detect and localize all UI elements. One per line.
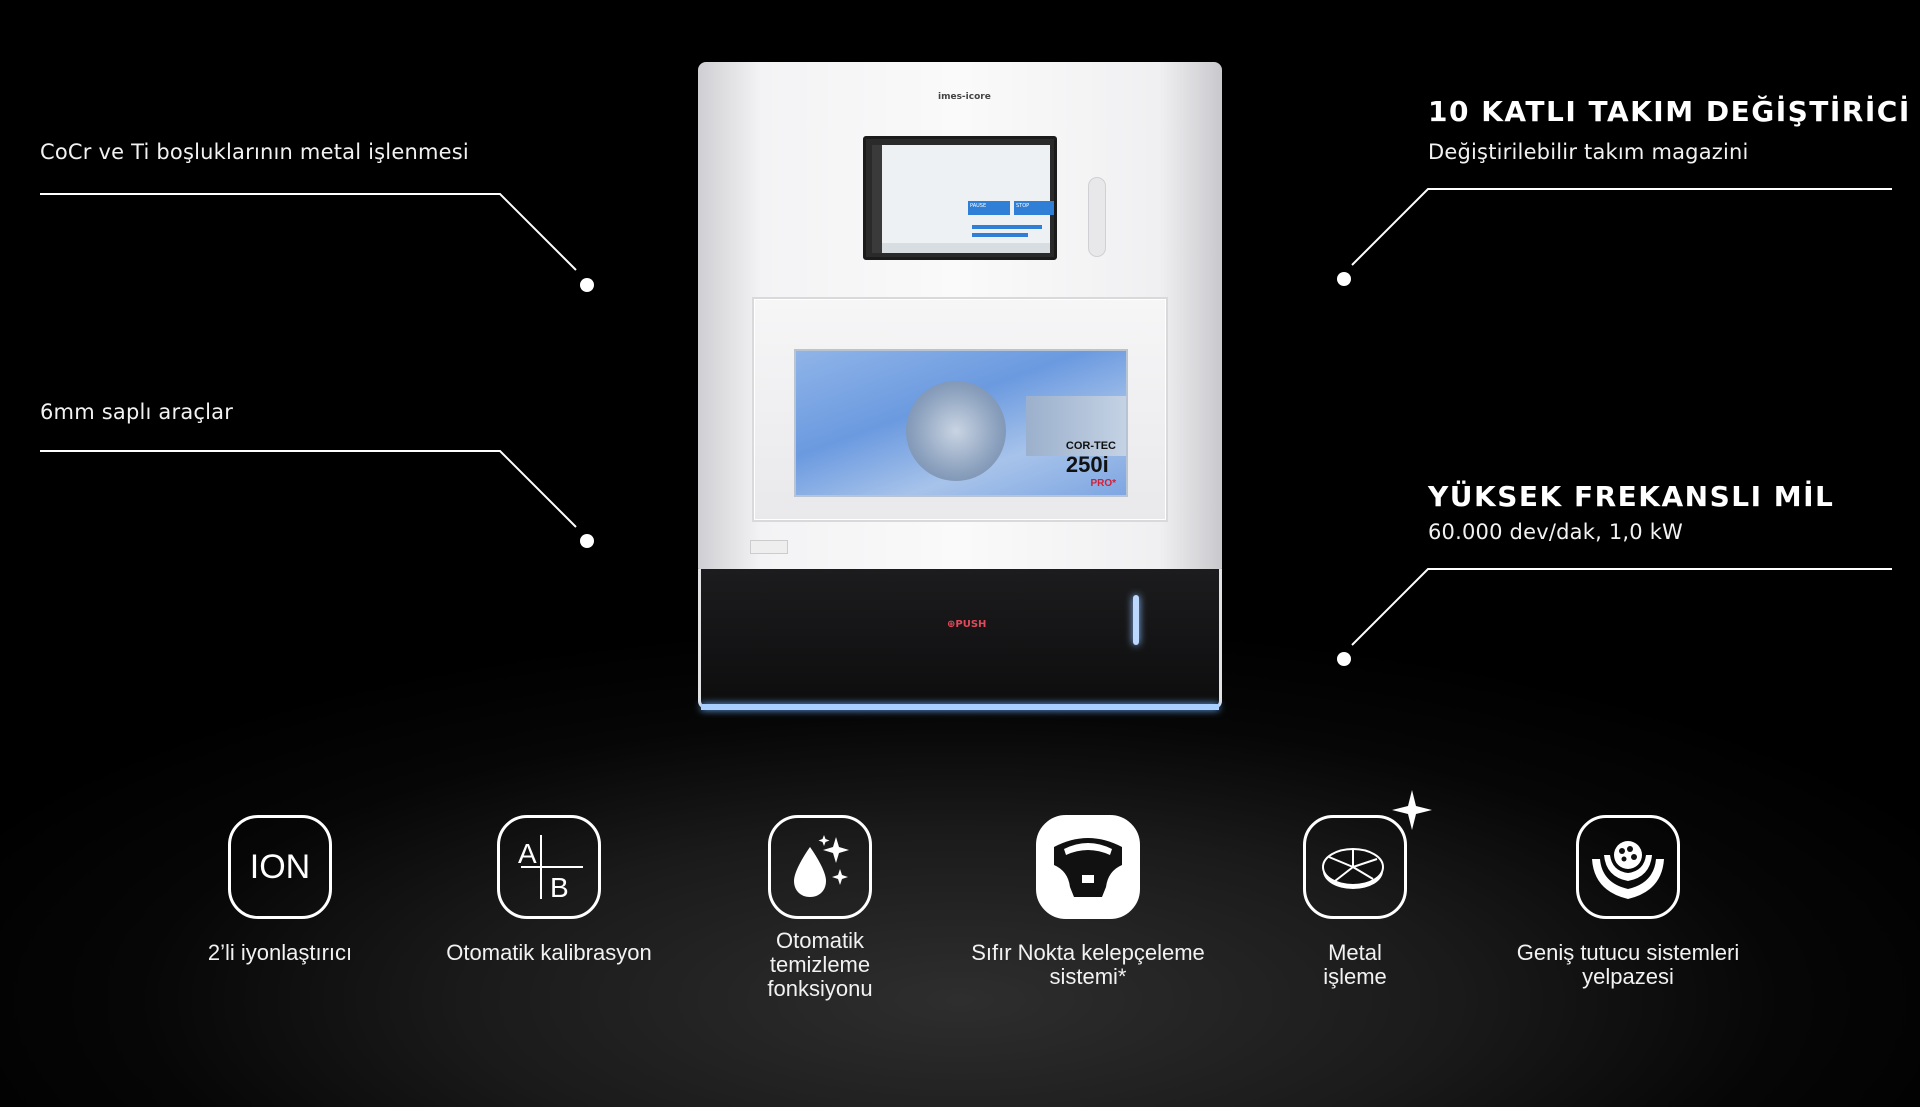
callout-6mm-tools: 6mm saplı araçlar <box>40 400 234 424</box>
callout-dot <box>1337 652 1351 666</box>
base-light-strip <box>701 704 1219 710</box>
door-window: COR-TEC 250i PRO* <box>794 349 1128 497</box>
feature-metal-machining: Metal işleme <box>1225 790 1485 989</box>
made-in-germany-badge <box>750 540 788 554</box>
feature-label: Otomatik kalibrasyon <box>446 940 652 965</box>
cleaning-drop-icon <box>768 815 872 919</box>
feature-holder-systems: Geniş tutucu sistemleri yelpazesi <box>1498 815 1758 989</box>
callout-tool-changer-title: 10 KATLI TAKIM DEĞİŞTİRİCİ <box>1428 95 1911 128</box>
holder-hands-icon <box>1576 815 1680 919</box>
feature-label: Metal işleme <box>1323 940 1387 989</box>
callout-spindle-sub: 60.000 dev/dak, 1,0 kW <box>1428 520 1684 544</box>
feature-label: Geniş tutucu sistemleri yelpazesi <box>1516 940 1740 989</box>
machine-body: imes-icore PAUSE STOP COR-TEC 250i PRO* <box>698 62 1222 572</box>
callout-metal-machining: CoCr ve Ti boşluklarının metal işlenmesi <box>40 140 469 164</box>
machine-door: COR-TEC 250i PRO* <box>752 297 1168 522</box>
callout-tool-changer-sub: Değiştirilebilir takım magazini <box>1428 140 1749 164</box>
callout-spindle-title: YÜKSEK FREKANSLI MİL <box>1428 480 1835 513</box>
feature-auto-clean: Otomatik temizleme fonksiyonu <box>690 815 950 1001</box>
callout-dot <box>1337 272 1351 286</box>
milling-machine: imes-icore PAUSE STOP COR-TEC 250i PRO* <box>698 62 1222 717</box>
feature-label: Sıfır Nokta kelepçeleme sistemi* <box>971 940 1205 989</box>
feature-label: Otomatik temizleme fonksiyonu <box>767 928 873 1001</box>
model-label: COR-TEC 250i PRO* <box>1065 440 1116 489</box>
side-control-panel <box>1088 177 1106 257</box>
machine-drawer: ⊕PUSH <box>698 569 1222 710</box>
feature-calibration: A B Otomatik kalibrasyon <box>419 815 679 965</box>
metal-disc-icon <box>1303 790 1432 919</box>
spindle-unit <box>1026 396 1126 456</box>
push-label: ⊕PUSH <box>947 619 987 630</box>
status-led <box>1133 595 1139 645</box>
ion-icon: ION <box>228 815 332 919</box>
feature-zero-point-clamp: Sıfır Nokta kelepçeleme sistemi* <box>958 815 1218 989</box>
brand-logo: imes-icore <box>938 92 991 102</box>
screen-stop-button: STOP <box>1014 201 1054 215</box>
screen-pause-button: PAUSE <box>968 201 1010 215</box>
milling-disc <box>906 381 1006 481</box>
feature-ionizer: ION 2’li iyonlaştırıcı <box>150 815 410 965</box>
feature-label: 2’li iyonlaştırıcı <box>207 940 353 965</box>
calibration-icon: A B <box>497 815 601 919</box>
callout-dot <box>580 278 594 292</box>
touch-screen: PAUSE STOP <box>863 136 1057 260</box>
callout-dot <box>580 534 594 548</box>
zero-point-clamp-icon <box>1036 815 1140 919</box>
